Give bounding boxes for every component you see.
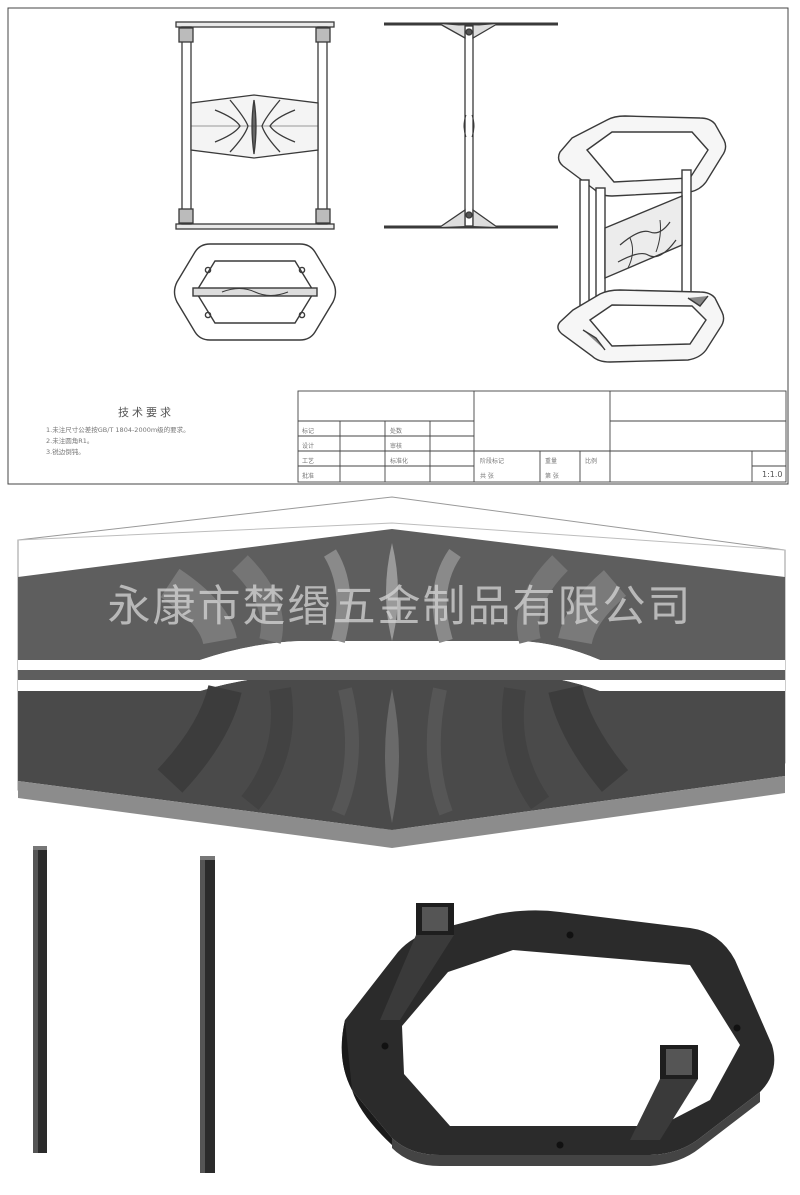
decorative-panel-render <box>0 493 800 853</box>
title-block-cell: 阶段标记 <box>480 458 505 465</box>
front-view <box>175 21 335 230</box>
square-tube-part-left <box>33 846 47 1153</box>
company-watermark: 永康市楚缗五金制品有限公司 <box>107 582 693 632</box>
title-block-cell: 共 张 <box>480 473 494 480</box>
technical-drawing-sheet: 技术要求 1.未注尺寸公差按GB/T 1804-2000m级的要求。 2.未注圆… <box>0 0 800 490</box>
title-block-cell: 标记 <box>302 428 315 435</box>
title-block-cell: 标准化 <box>390 458 409 465</box>
top-view <box>173 243 337 341</box>
title-block-cell: 设计 <box>302 443 315 450</box>
title-block-cell: 处数 <box>390 428 403 435</box>
technical-note: 3.锐边倒钝。 <box>46 448 85 456</box>
title-block-scale: 1:1.0 <box>762 470 783 479</box>
title-block-cell: 比例 <box>585 458 598 465</box>
square-tube-part-right <box>200 856 215 1173</box>
technical-note: 2.未注圆角R1。 <box>46 437 94 445</box>
title-block-cell: 第 张 <box>545 473 559 480</box>
drawing-views <box>7 7 789 485</box>
technical-requirements-title: 技术要求 <box>118 406 174 419</box>
sheet-border <box>7 7 789 485</box>
isometric-view <box>557 115 727 363</box>
title-block-cell: 审核 <box>390 443 403 450</box>
component-parts <box>0 840 800 1191</box>
title-block-cell: 工艺 <box>302 458 315 465</box>
technical-note: 1.未注尺寸公差按GB/T 1804-2000m级的要求。 <box>46 426 190 434</box>
title-block-cell: 重量 <box>545 458 558 465</box>
side-view <box>384 22 558 229</box>
title-block-cell: 批准 <box>302 473 315 480</box>
hexagon-base-part <box>341 903 775 1166</box>
parts-svg <box>33 846 775 1173</box>
decorative-panel-svg <box>17 496 786 848</box>
title-block <box>297 390 787 483</box>
